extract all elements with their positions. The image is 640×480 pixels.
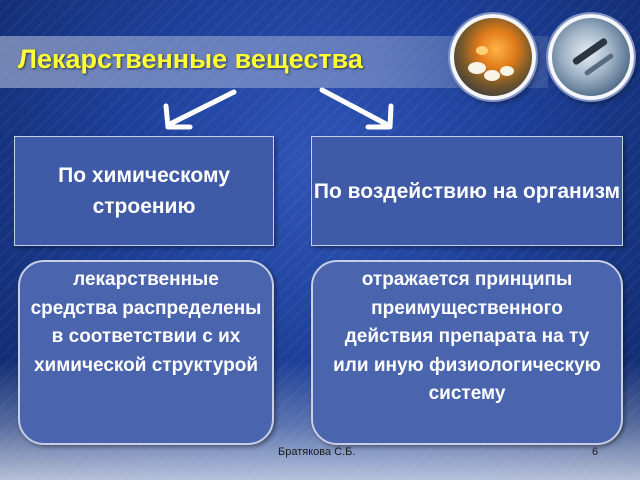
footer-author: Братякова С.Б. — [278, 446, 356, 458]
category-effect-on-organism: По воздействию на организм — [311, 136, 623, 246]
arrow-right-icon — [319, 87, 394, 130]
arrow-left-icon — [163, 89, 237, 130]
surgery-photo — [548, 14, 634, 100]
description-text: лекарственные средства распределены в со… — [30, 269, 262, 376]
description-chemical-structure: лекарственные средства распределены в со… — [18, 260, 274, 445]
slide-number: 6 — [592, 446, 599, 458]
category-heading: По химическому строению — [58, 164, 230, 218]
description-text: отражается принципы преимущественного де… — [333, 269, 601, 404]
pills-photo — [450, 14, 536, 100]
slide-title: Лекарственные вещества — [18, 44, 363, 74]
category-heading: По воздействию на организм — [313, 179, 621, 203]
description-effect-on-organism: отражается принципы преимущественного де… — [311, 260, 623, 445]
category-chemical-structure: По химическому строению — [14, 136, 274, 246]
